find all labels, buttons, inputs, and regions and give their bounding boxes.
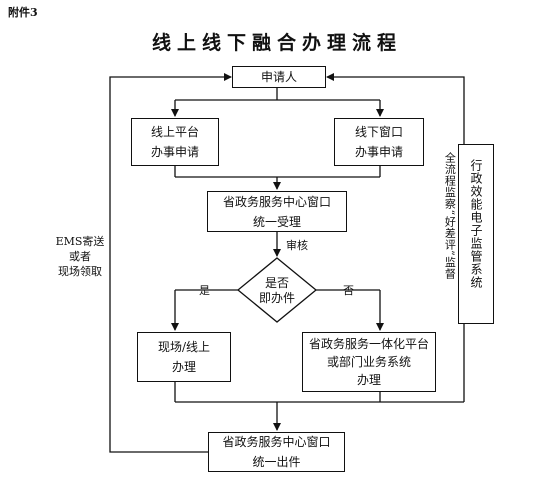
edge-label-yes: 是	[199, 284, 210, 297]
node-onsite-line2: 办理	[171, 360, 196, 374]
node-platform-line3: 办理	[356, 373, 381, 387]
node-onsite: 现场/线上 办理	[137, 332, 231, 382]
node-center-issue-line2: 统一出件	[252, 455, 301, 469]
node-online-apply-line2: 办事申请	[150, 145, 199, 159]
arrow-monitor-to-applicant	[326, 73, 465, 144]
node-center-issue: 省政务服务中心窗口 统一出件	[208, 432, 345, 472]
arrow-delivery-loop	[109, 73, 232, 453]
decision-label-line2: 即办件	[258, 291, 295, 305]
node-monitor-system-label: 行政效能电子监管系统	[469, 159, 483, 289]
node-platform: 省政务服务一体化平台 或部门业务系统 办理	[302, 332, 436, 392]
node-applicant: 申请人	[232, 66, 326, 88]
node-applicant-label: 申请人	[260, 70, 297, 84]
node-platform-line2: 或部门业务系统	[326, 355, 411, 369]
node-center-issue-line1: 省政务服务中心窗口	[222, 435, 331, 449]
page-title: 线上线下融合办理流程	[151, 32, 402, 54]
node-online-apply-line1: 线上平台	[150, 125, 199, 139]
monitor-vertical-text-content: 全流程监察“好差评”监督	[443, 152, 457, 280]
attachment-label: 附件3	[8, 6, 38, 19]
node-onsite-line1: 现场/线上	[157, 340, 211, 354]
decision-label-line1: 是否	[264, 276, 289, 290]
monitor-vertical-text: 全流程监察“好差评”监督	[442, 152, 456, 279]
edge-label-delivery: EMS寄送 或者 现场领取	[52, 234, 108, 279]
edge-label-delivery-line1: EMS寄送	[55, 235, 105, 248]
node-offline-apply-line1: 线下窗口	[354, 125, 403, 139]
edge-label-review: 审核	[286, 239, 308, 252]
edge-label-delivery-line3: 现场领取	[58, 265, 102, 278]
node-online-apply: 线上平台 办事申请	[131, 118, 219, 166]
node-offline-apply: 线下窗口 办事申请	[334, 118, 424, 166]
decision-label: 是否 即办件	[247, 276, 307, 306]
edge-label-delivery-line2: 或者	[69, 250, 91, 263]
node-platform-line1: 省政务服务一体化平台	[308, 337, 429, 351]
edge-label-no: 否	[343, 284, 354, 297]
node-center-accept-line2: 统一受理	[252, 214, 301, 229]
node-center-accept: 省政务服务中心窗口 统一受理	[207, 191, 347, 232]
node-offline-apply-line2: 办事申请	[354, 145, 403, 159]
node-monitor-system: 行政效能电子监管系统	[458, 144, 494, 324]
node-center-accept-line1: 省政务服务中心窗口	[222, 194, 331, 209]
decision-diamond	[236, 257, 318, 323]
